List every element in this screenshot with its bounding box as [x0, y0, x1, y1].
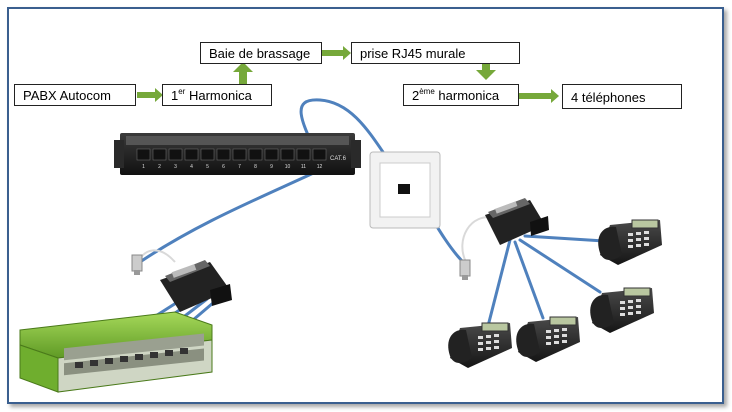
arrow-pabx-to-harmonica1: [137, 88, 163, 102]
box-harmonica-1: 1er Harmonica: [162, 84, 272, 106]
patch-port-number: 7: [238, 164, 241, 170]
box-baie-de-brassage: Baie de brassage: [200, 42, 322, 64]
phone-1: [598, 219, 662, 265]
patch-port-number: 9: [270, 164, 273, 170]
patch-port-number: 2: [158, 164, 161, 170]
patch-port-number: 12: [317, 164, 323, 170]
harmonica1-superscript: er: [178, 87, 186, 96]
harmonica2-number: 2: [412, 88, 420, 103]
patch-port-number: 3: [174, 164, 177, 170]
harmonica2-label: harmonica: [434, 88, 500, 103]
phone-3: [516, 316, 580, 362]
box-harmonica-2: 2ème harmonica: [403, 84, 519, 106]
arrow-harmonica2-to-phones: [519, 89, 559, 103]
white-patch-cables: [137, 216, 496, 263]
box-pabx-label: PABX Autocom: [23, 88, 111, 103]
patch-port-number: 6: [222, 164, 225, 170]
box-pabx-autocom: PABX Autocom: [14, 84, 136, 106]
box-4-telephones: 4 téléphones: [562, 84, 682, 109]
box-prise-rj45-murale: prise RJ45 murale: [351, 42, 520, 64]
box-phones-label: 4 téléphones: [571, 90, 646, 105]
box-prise-label: prise RJ45 murale: [360, 46, 466, 61]
phone-2: [590, 287, 654, 333]
harmonica-splitter-right: [485, 198, 549, 245]
patch-port-number: 10: [285, 164, 291, 170]
box-baie-label: Baie de brassage: [209, 46, 311, 61]
harmonica1-number: 1: [171, 88, 179, 103]
phone-4: [448, 322, 512, 368]
harmonica-splitter-left: [160, 260, 232, 312]
rj45-plug-left: [131, 254, 143, 275]
patch-port-number: 1: [142, 164, 145, 170]
patch-port-number: 8: [254, 164, 257, 170]
pabx-unit: [19, 311, 213, 393]
patch-port-number: 5: [206, 164, 209, 170]
harmonica2-superscript: ème: [419, 87, 435, 96]
harmonica1-label: Harmonica: [185, 88, 252, 103]
wall-socket-rj45: [369, 151, 441, 229]
patch-port-number: 4: [190, 164, 193, 170]
patch-port-number: 11: [301, 164, 306, 170]
arrow-harmonica1-to-baie: [233, 62, 253, 84]
rj45-plug-right: [459, 259, 471, 280]
patch-panel-label: CAT.6: [330, 156, 347, 162]
arrow-baie-to-prise: [321, 46, 351, 60]
